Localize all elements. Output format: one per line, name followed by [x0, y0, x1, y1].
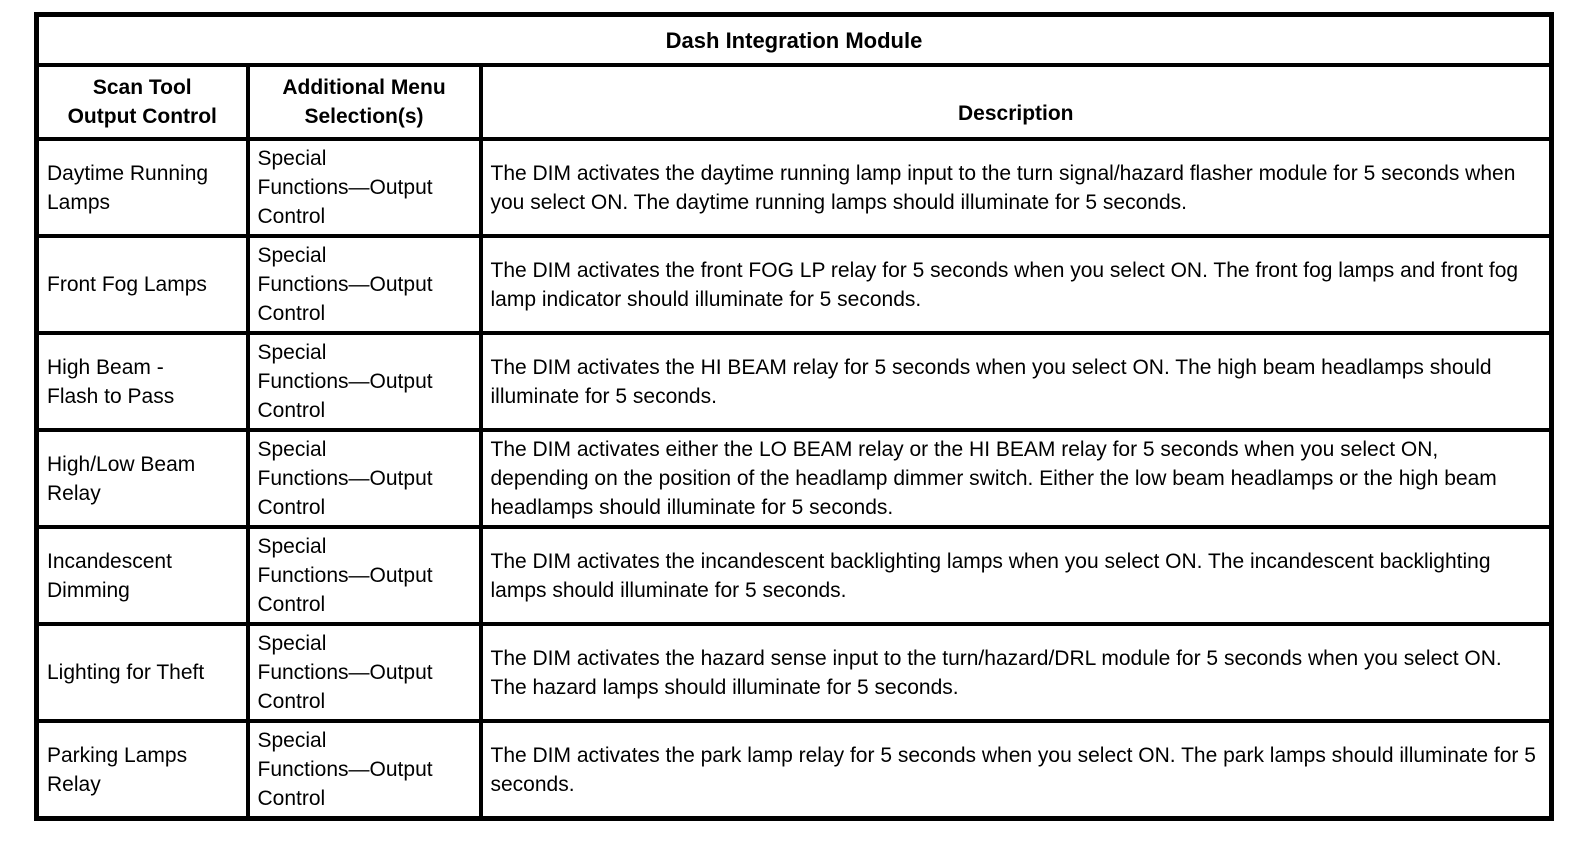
- column-header-description: Description: [478, 63, 1554, 141]
- description-cell: The DIM activates either the LO BEAM rel…: [478, 428, 1554, 529]
- menu-cell: Special Functions—Output Control: [245, 622, 483, 723]
- description-cell: The DIM activates the HI BEAM relay for …: [478, 331, 1554, 432]
- column-header-additional-menu-selections: Additional Menu Selection(s): [245, 63, 483, 141]
- table-row: Lighting for Theft Special Functions—Out…: [34, 622, 1554, 723]
- description-cell: The DIM activates the park lamp relay fo…: [478, 719, 1554, 821]
- table-row: Front Fog Lamps Special Functions—Output…: [34, 234, 1554, 335]
- control-cell: Parking Lamps Relay: [34, 719, 250, 821]
- table-row: Parking Lamps Relay Special Functions—Ou…: [34, 719, 1554, 821]
- menu-cell: Special Functions—Output Control: [245, 331, 483, 432]
- control-cell: High Beam - Flash to Pass: [34, 331, 250, 432]
- description-cell: The DIM activates the incandescent backl…: [478, 525, 1554, 626]
- menu-cell: Special Functions—Output Control: [245, 137, 483, 238]
- table-row: High/Low Beam Relay Special Functions—Ou…: [34, 428, 1554, 529]
- table-row: High Beam - Flash to Pass Special Functi…: [34, 331, 1554, 432]
- table-title: Dash Integration Module: [34, 12, 1554, 67]
- menu-cell: Special Functions—Output Control: [245, 719, 483, 821]
- description-cell: The DIM activates the front FOG LP relay…: [478, 234, 1554, 335]
- table-header-row: Scan Tool Output Control Additional Menu…: [34, 63, 1554, 141]
- table-row: Incandescent Dimming Special Functions—O…: [34, 525, 1554, 626]
- dash-integration-module-table: Dash Integration Module Scan Tool Output…: [34, 12, 1554, 821]
- table-row: Daytime Running Lamps Special Functions—…: [34, 137, 1554, 238]
- description-cell: The DIM activates the daytime running la…: [478, 137, 1554, 238]
- menu-cell: Special Functions—Output Control: [245, 234, 483, 335]
- control-cell: Lighting for Theft: [34, 622, 250, 723]
- table-title-row: Dash Integration Module: [34, 12, 1554, 67]
- control-cell: High/Low Beam Relay: [34, 428, 250, 529]
- control-cell: Daytime Running Lamps: [34, 137, 250, 238]
- control-cell: Front Fog Lamps: [34, 234, 250, 335]
- column-header-scan-tool-output-control: Scan Tool Output Control: [34, 63, 250, 141]
- menu-cell: Special Functions—Output Control: [245, 525, 483, 626]
- menu-cell: Special Functions—Output Control: [245, 428, 483, 529]
- control-cell: Incandescent Dimming: [34, 525, 250, 626]
- description-cell: The DIM activates the hazard sense input…: [478, 622, 1554, 723]
